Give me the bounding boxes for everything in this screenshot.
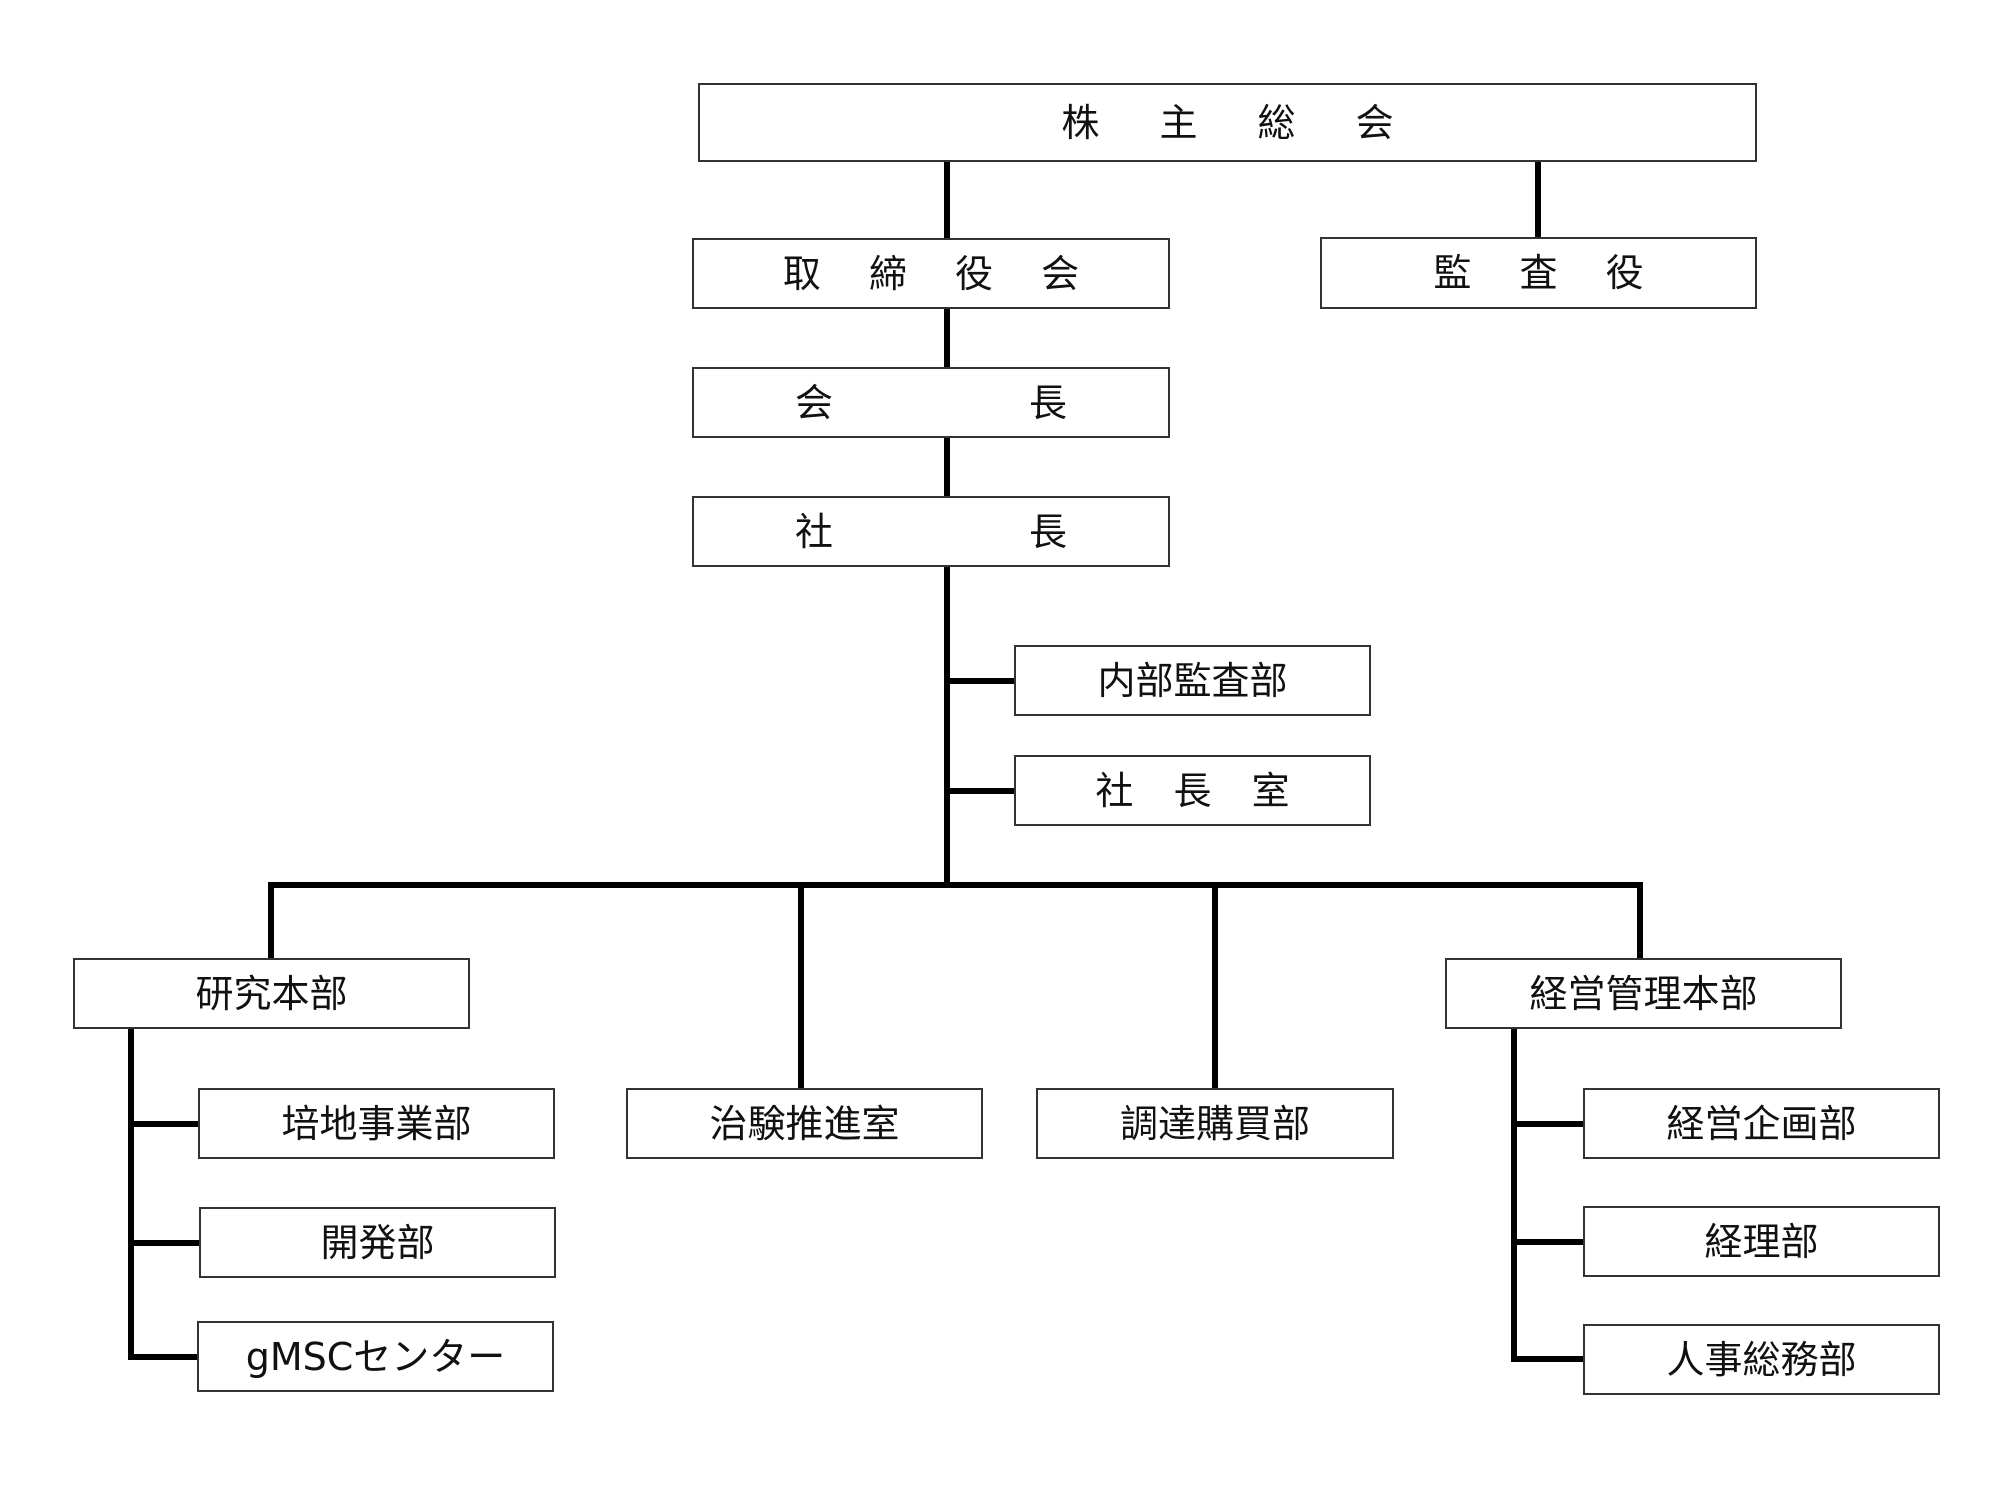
- culture-media-business-department-box: 培地事業部: [198, 1088, 555, 1159]
- auditor-box: 監 査 役: [1320, 237, 1757, 309]
- development-department-box: 開発部: [199, 1207, 556, 1278]
- president-box: 社 長: [692, 496, 1170, 567]
- management-planning-department-box: 経営企画部: [1583, 1088, 1940, 1159]
- accounting-department-box: 経理部: [1583, 1206, 1940, 1277]
- human-resources-general-affairs-department-box: 人事総務部: [1583, 1324, 1940, 1395]
- research-headquarters-box: 研究本部: [73, 958, 470, 1029]
- procurement-purchasing-department-box: 調達購買部: [1036, 1088, 1394, 1159]
- internal-audit-department-box: 内部監査部: [1014, 645, 1371, 716]
- gmsc-center-box: gMSCセンター: [197, 1321, 554, 1392]
- chairman-box: 会 長: [692, 367, 1170, 438]
- shareholders-meeting-box: 株 主 総 会: [698, 83, 1757, 162]
- board-of-directors-box: 取 締 役 会: [692, 238, 1170, 309]
- management-administration-headquarters-box: 経営管理本部: [1445, 958, 1842, 1029]
- clinical-trial-promotion-office-box: 治験推進室: [626, 1088, 983, 1159]
- president-office-box: 社 長 室: [1014, 755, 1371, 826]
- connector-lines: [128, 159, 1643, 1362]
